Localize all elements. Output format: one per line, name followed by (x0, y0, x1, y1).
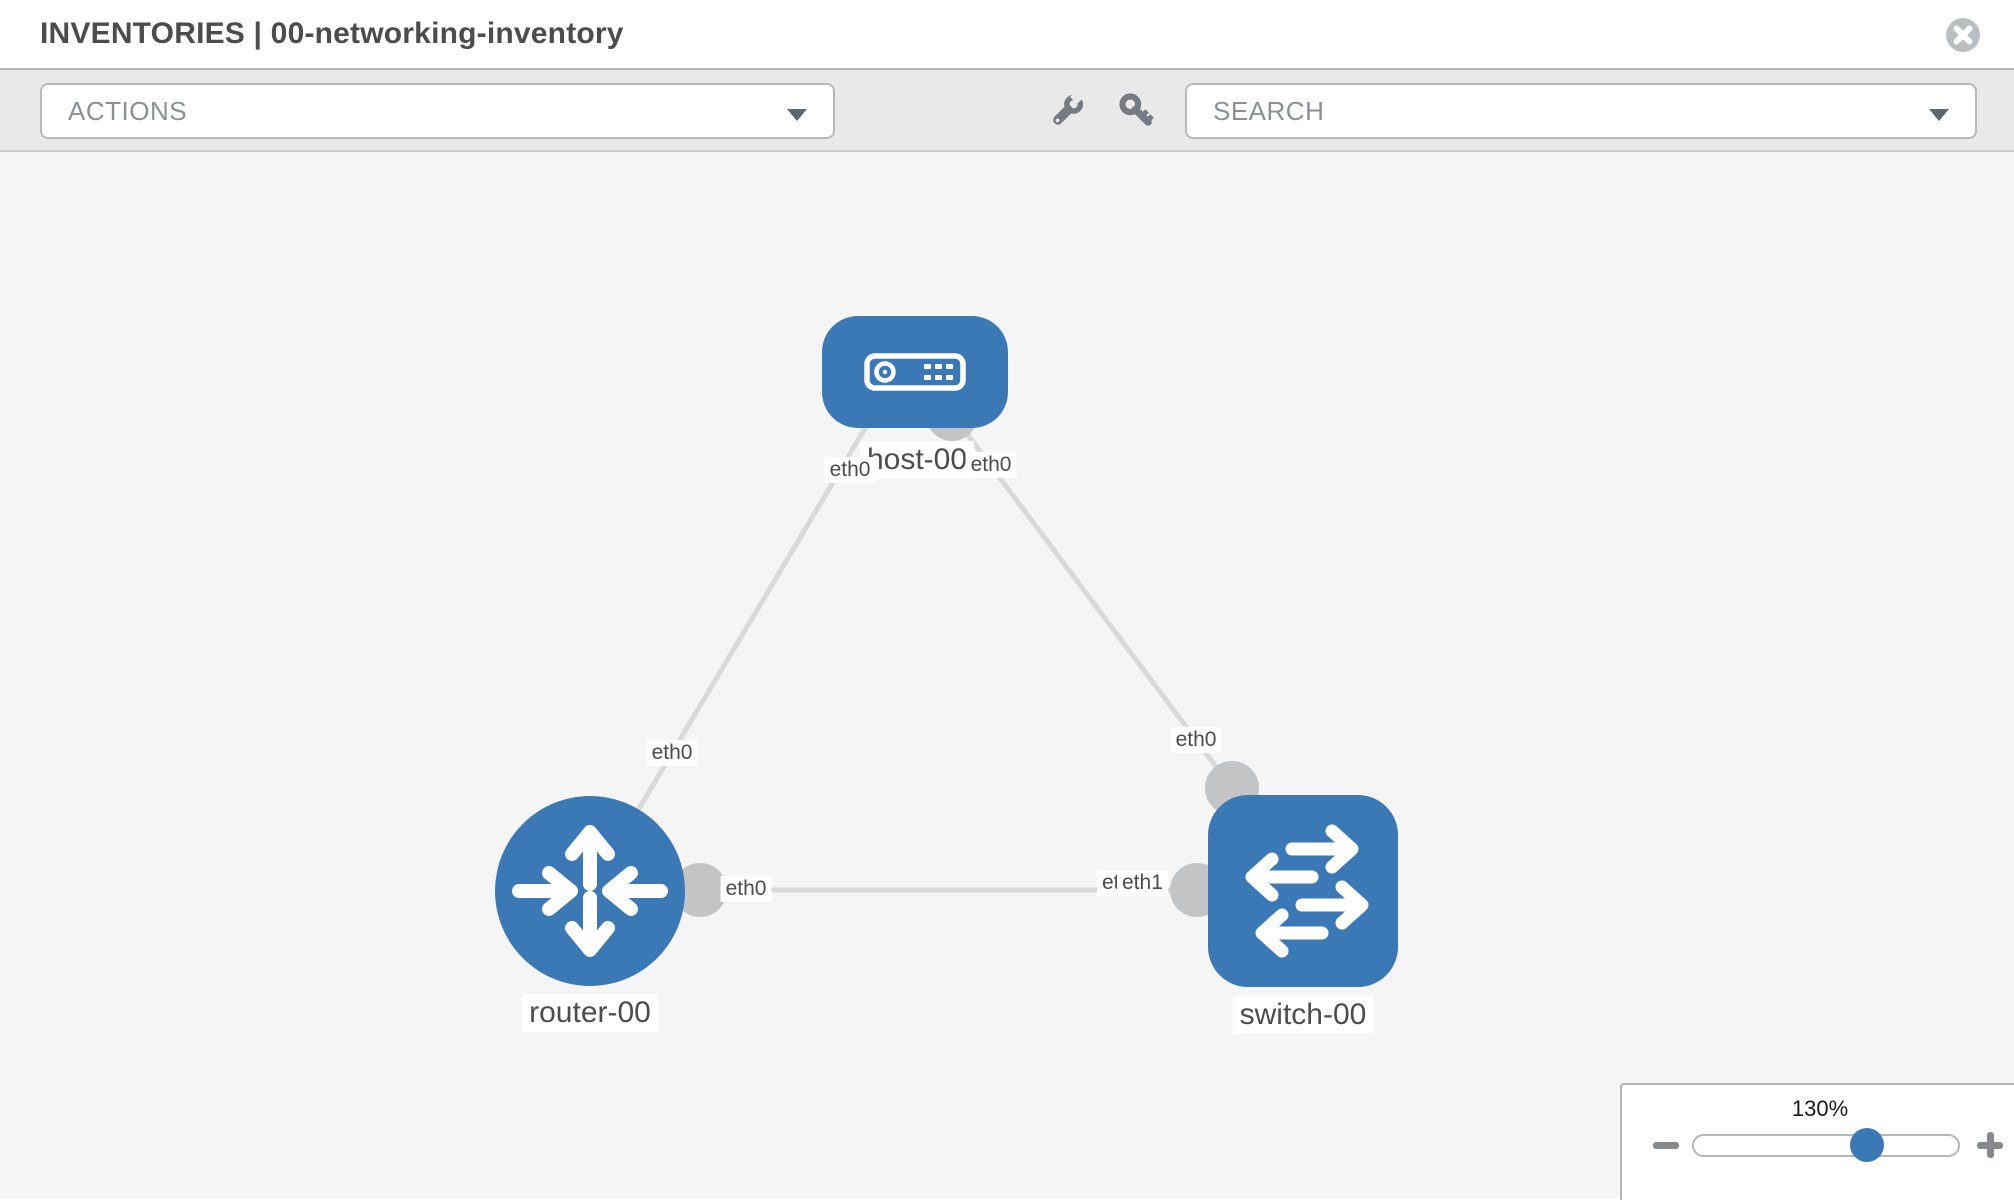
topology-canvas[interactable]: host-00 router-00 switch-00 eth0 eth0 et… (0, 152, 2014, 1200)
chevron-down-icon (1929, 109, 1949, 121)
interface-dot-router-eth0 (673, 863, 727, 917)
toolbar: ACTIONS SEARCH (0, 70, 2014, 152)
node-router-00[interactable] (495, 796, 685, 986)
header: INVENTORIES | 00-networking-inventory (0, 0, 2014, 70)
search-dropdown[interactable]: SEARCH (1185, 83, 1977, 139)
configure-button[interactable] (1049, 88, 1087, 130)
close-icon (1946, 18, 1980, 52)
node-label-router: router-00 (522, 994, 658, 1032)
credentials-button[interactable] (1118, 92, 1156, 130)
router-icon (512, 825, 668, 957)
search-dropdown-label: SEARCH (1213, 95, 1325, 126)
zoom-slider-thumb[interactable] (1850, 1128, 1884, 1162)
zoom-level-value: 130% (1791, 1096, 1849, 1121)
link-host-switch (952, 416, 1235, 790)
interface-label-switch-eth1: eth1 (1117, 870, 1168, 896)
zoom-in-button[interactable] (1974, 1129, 2006, 1161)
page-title: INVENTORIES | 00-networking-inventory (40, 17, 624, 50)
zoom-slider-track[interactable] (1692, 1128, 1960, 1162)
topology-graph (495, 316, 1398, 987)
node-switch-00[interactable] (1208, 795, 1398, 987)
interface-label-host-eth0-right: eth0 (965, 452, 1017, 478)
interface-label-host-eth0-left: eth0 (824, 457, 876, 483)
zoom-out-button[interactable] (1650, 1129, 1682, 1161)
actions-dropdown-label: ACTIONS (68, 95, 188, 126)
zoom-control-panel: 130% (1620, 1083, 2014, 1200)
switch-icon (1245, 824, 1369, 958)
host-icon (864, 353, 966, 391)
key-icon (1119, 93, 1154, 126)
close-button[interactable] (1945, 17, 1981, 53)
interface-label-router-eth0: eth0 (720, 876, 772, 902)
actions-dropdown[interactable]: ACTIONS (40, 83, 835, 139)
node-label-switch: switch-00 (1232, 996, 1374, 1034)
interface-label-link-host-router: eth0 (646, 740, 698, 766)
node-host-00[interactable] (822, 316, 1008, 428)
wrench-icon (1053, 88, 1086, 125)
interface-label-link-host-switch: eth0 (1170, 727, 1222, 753)
node-label-host: host-00 (859, 441, 975, 479)
chevron-down-icon (787, 109, 807, 121)
